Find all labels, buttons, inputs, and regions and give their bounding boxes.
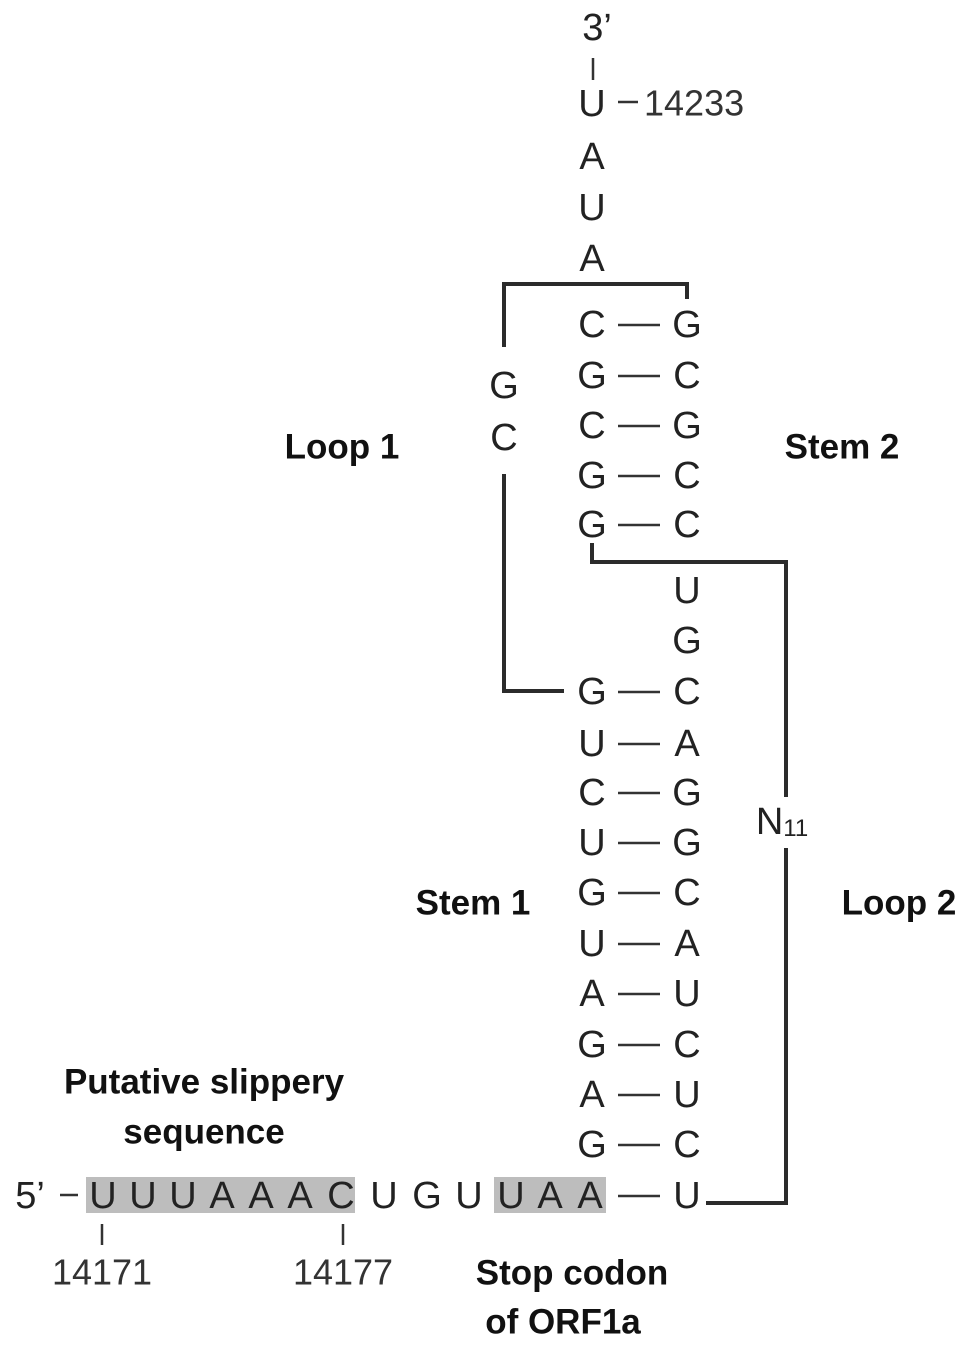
slippery-highlight <box>86 1177 355 1213</box>
stem2-left-base: C <box>578 405 605 447</box>
bottom-strand-base: A <box>577 1175 603 1217</box>
stop-codon-highlight <box>494 1177 606 1213</box>
stop-codon-label-line2: of ORF1a <box>485 1303 641 1342</box>
n11-label: N11 <box>756 801 808 843</box>
top-strand-base: A <box>579 136 605 178</box>
bottom-strand-base: U <box>455 1175 482 1217</box>
stem1-right-base: C <box>673 1024 700 1066</box>
n11-subscript: 11 <box>783 815 808 842</box>
bottom-strand-base: A <box>287 1175 313 1217</box>
n11-base: N <box>756 801 783 843</box>
stem1-right-base: U <box>673 973 700 1015</box>
bottom-strand-base: C <box>327 1175 354 1217</box>
bottom-strand-base: G <box>412 1175 442 1217</box>
stem2-right-base: C <box>673 455 700 497</box>
stem1-right-base: U <box>673 1074 700 1116</box>
stem1-right-base: C <box>673 872 700 914</box>
loop1-top-bracket <box>502 282 689 347</box>
stem2-label: Stem 2 <box>785 428 900 467</box>
five-prime-label: 5’ <box>15 1175 45 1217</box>
top-strand-base: U <box>578 83 605 125</box>
loop2-connector <box>590 543 788 797</box>
stem1-right-base: C <box>673 1124 700 1166</box>
position-14233: 14233 <box>644 83 744 124</box>
stem1-right-base: A <box>674 723 700 765</box>
three-prime-label: 3’ <box>582 7 612 49</box>
position-14171: 14171 <box>52 1252 152 1293</box>
stem1-left-base: G <box>577 671 607 713</box>
bottom-strand-base: U <box>169 1175 196 1217</box>
stem1-right-base: C <box>673 671 700 713</box>
stem1-right-base: A <box>674 923 700 965</box>
stem2-right-base: G <box>672 405 702 447</box>
stem2-left-base: G <box>577 504 607 546</box>
loop1-base: G <box>489 365 519 407</box>
bottom-strand-base: U <box>89 1175 116 1217</box>
stem1-left-base: G <box>577 872 607 914</box>
loop2-lower-connector <box>706 848 788 1205</box>
bottom-strand-base: A <box>209 1175 235 1217</box>
loop2-label: Loop 2 <box>842 884 957 923</box>
stem1-left-base: C <box>578 772 605 814</box>
stem1-left-base: G <box>577 1124 607 1166</box>
stem1-left-base: U <box>578 923 605 965</box>
stem2-right-base: C <box>673 504 700 546</box>
top-strand-base: A <box>579 238 605 280</box>
bottom-strand-base: U <box>497 1175 524 1217</box>
position-14177: 14177 <box>293 1252 393 1293</box>
bottom-strand-base: U <box>129 1175 156 1217</box>
loop2-base: G <box>672 620 702 662</box>
slippery-label-line2: sequence <box>123 1113 284 1152</box>
top-strand-base: U <box>578 187 605 229</box>
stem1-right-base: G <box>672 772 702 814</box>
loop1-label: Loop 1 <box>285 428 400 467</box>
stem2-left-base: G <box>577 455 607 497</box>
loop1-lower-connector <box>502 474 564 693</box>
stop-codon-label-line1: Stop codon <box>476 1254 668 1293</box>
stem2-left-base: C <box>578 304 605 346</box>
stem2-right-base: C <box>673 355 700 397</box>
stem1-left-base: U <box>578 822 605 864</box>
stem2-left-base: G <box>577 355 607 397</box>
stem1-left-base: A <box>579 973 605 1015</box>
stem2-right-base: G <box>672 304 702 346</box>
slippery-label-line1: Putative slippery <box>64 1063 345 1102</box>
bottom-strand-base: U <box>370 1175 397 1217</box>
stem1-left-base: A <box>579 1074 605 1116</box>
bottom-strand-base: A <box>537 1175 563 1217</box>
stem1-left-base: U <box>578 723 605 765</box>
stem1-label: Stem 1 <box>416 884 531 923</box>
stem1-left-base: G <box>577 1024 607 1066</box>
bottom-strand-base: A <box>248 1175 274 1217</box>
loop2-base: U <box>673 570 700 612</box>
closing-pair-right-base: U <box>673 1175 700 1217</box>
stem1-right-base: G <box>672 822 702 864</box>
loop1-base: C <box>490 417 517 459</box>
